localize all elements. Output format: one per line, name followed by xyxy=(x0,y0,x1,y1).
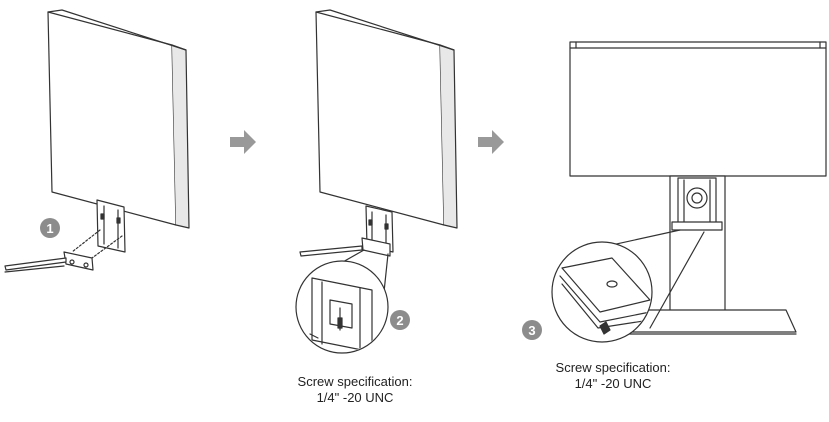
stand-arm xyxy=(299,245,363,257)
screw-spec-label: Screw specification: xyxy=(555,360,671,375)
svg-text:2: 2 xyxy=(396,313,403,328)
stand-bracket xyxy=(63,251,94,271)
monitor-panel-top xyxy=(47,9,187,51)
screw-spec-label: Screw specification: xyxy=(297,374,413,389)
assembled-monitor xyxy=(569,41,827,177)
arrow-right-icon xyxy=(230,130,256,154)
step-2-screw-spec: Screw specification: 1/4" -20 UNC xyxy=(290,374,420,406)
monitor-panel-front xyxy=(315,11,445,226)
stand-arm xyxy=(4,257,67,271)
monitor-panel-top xyxy=(315,9,455,51)
screw-spec-value: 1/4" -20 UNC xyxy=(316,390,394,405)
svg-text:3: 3 xyxy=(528,323,535,338)
step-3-illustration: 3 xyxy=(522,41,827,343)
step-3-screw-spec: Screw specification: 1/4" -20 UNC xyxy=(548,360,678,392)
zoom-detail-circle xyxy=(551,241,653,343)
step-1-illustration: 1 xyxy=(4,9,190,273)
stand-bracket xyxy=(361,237,391,257)
step-3-badge: 3 xyxy=(522,320,542,340)
mount-mechanism xyxy=(671,177,723,231)
step-2-illustration: 2 xyxy=(295,9,458,354)
monitor-panel-front xyxy=(47,11,177,226)
zoom-detail-circle xyxy=(295,260,389,354)
step-1-badge: 1 xyxy=(40,218,60,238)
screw-spec-value: 1/4" -20 UNC xyxy=(574,376,652,391)
arrow-right-icon xyxy=(478,130,504,154)
svg-text:1: 1 xyxy=(46,221,53,236)
step-2-badge: 2 xyxy=(390,310,410,330)
